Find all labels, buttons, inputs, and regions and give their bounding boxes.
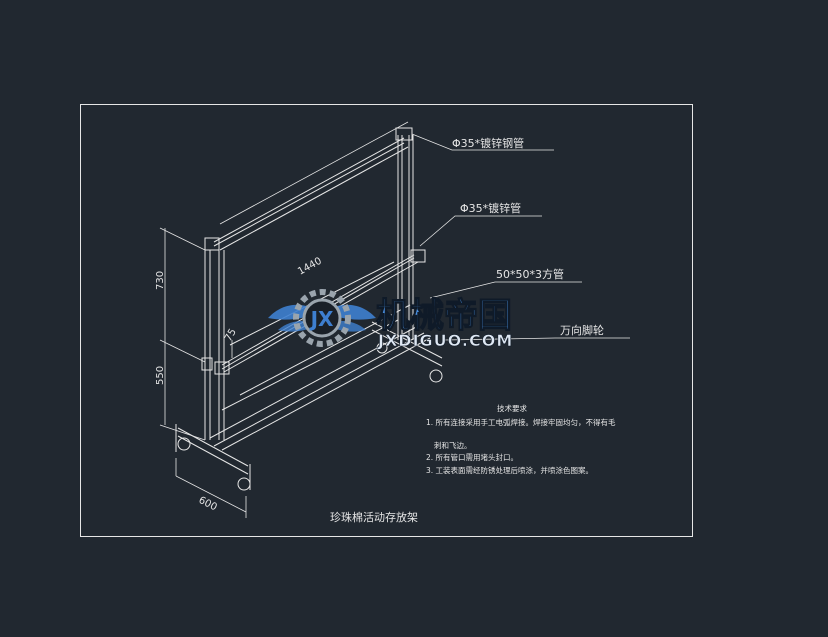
caster-wheels [177, 342, 443, 491]
notes-line-2: 2. 所有管口需用堵头封口。 [426, 452, 518, 462]
notes-line-1: 1. 所有连接采用手工电弧焊接。焊接牢固均匀，不得有毛 [426, 417, 616, 427]
watermark-logo: JX 机械帝国 JXDIGUO.COM [268, 289, 513, 350]
label-mid-pipe: Φ35*镀锌管 [460, 201, 521, 215]
dimension-lines [159, 121, 409, 518]
dim-length: 1440 [296, 256, 324, 278]
logo-badge-text: JX [309, 307, 334, 331]
dim-width: 600 [197, 495, 219, 513]
dim-offset: 75 [223, 327, 239, 344]
notes-heading: 技术要求 [497, 403, 527, 413]
drawing-title: 珍珠棉活动存放架 [330, 510, 418, 524]
logo-brand-name: 机械帝国 [376, 296, 512, 336]
label-square-tube: 50*50*3方管 [496, 267, 564, 281]
logo-url: JXDIGUO.COM [377, 331, 513, 350]
leader-lines [411, 133, 630, 341]
notes-line-1b: 刺和飞边。 [434, 441, 472, 450]
gear-wings-logo-icon: JX [268, 289, 376, 347]
label-caster: 万向脚轮 [560, 323, 604, 337]
label-top-pipe: Φ35*镀锌钢管 [452, 136, 524, 150]
technical-notes: 技术要求 1. 所有连接采用手工电弧焊接。焊接牢固均匀，不得有毛 刺和飞边。 2… [426, 403, 616, 475]
drawing-frame [80, 104, 693, 537]
dim-upper-height: 730 [155, 271, 166, 290]
notes-line-3: 3. 工装表面需经防锈处理后喷涂，并喷涂色图案。 [426, 465, 593, 475]
dim-lower-height: 550 [155, 366, 166, 385]
